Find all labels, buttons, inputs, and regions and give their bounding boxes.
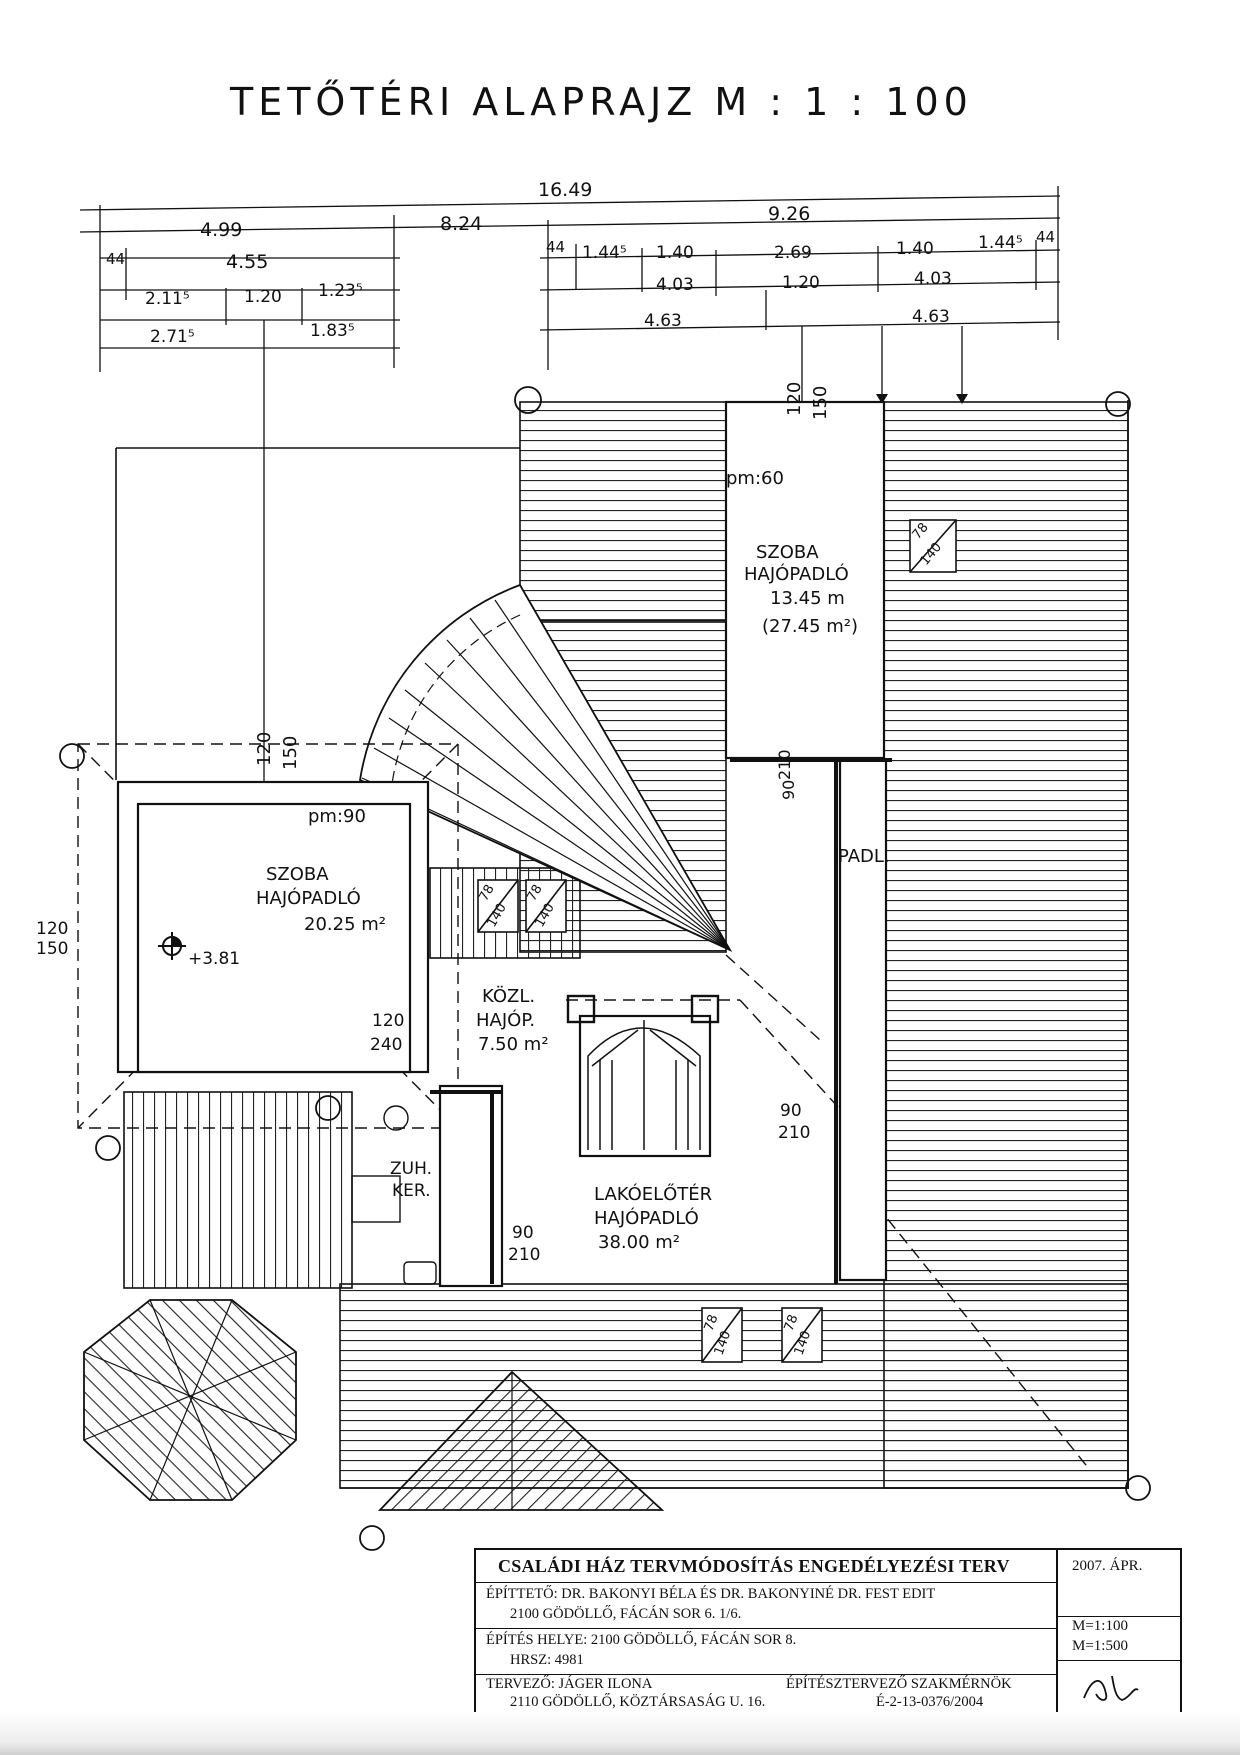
downpipes	[59, 386, 1151, 1551]
dim-right-row2-b: 1.44⁵	[582, 243, 627, 263]
dim-left-row2-b: 4.55	[226, 251, 268, 273]
title-block-side: 2007. ÁPR. M=1:100 M=1:500	[1058, 1550, 1180, 1714]
title-block-divider	[476, 1628, 1056, 1629]
title-block: CSALÁDI HÁZ TERVMÓDOSÍTÁS ENGEDÉLYEZÉSI …	[474, 1548, 1182, 1716]
title-block-divider	[1058, 1616, 1180, 1617]
site-line2: HRSZ: 4981	[510, 1652, 584, 1668]
room-right-name: SZOBA	[756, 542, 819, 563]
dim-left-row4-b: 1.83⁵	[310, 321, 355, 341]
title-block-divider	[476, 1674, 1056, 1675]
signature	[1083, 1675, 1139, 1701]
hall-door-bottom: 240	[370, 1035, 402, 1055]
dimension-lines	[79, 186, 1061, 960]
room-right-area: 13.45 m	[770, 588, 845, 609]
room-left-window-bottom: 150	[280, 736, 301, 770]
hall-floor: HAJÓP.	[476, 1009, 535, 1031]
door-2-top: 90	[780, 1101, 802, 1121]
title-block-main: CSALÁDI HÁZ TERVMÓDOSÍTÁS ENGEDÉLYEZÉSI …	[476, 1550, 1058, 1714]
dimension-labels: 16.49 4.99 8.24 9.26 44 4.55 2.11⁵ 1.20 …	[106, 179, 1055, 347]
dim-right-row2-c: 1.40	[656, 243, 694, 263]
dim-left-row3-c: 1.23⁵	[318, 281, 363, 301]
gable-roof	[377, 1370, 665, 1511]
living-area: 38.00 m²	[598, 1232, 680, 1253]
room-left-side-window-top: 120	[36, 919, 68, 939]
designer-profession: ÉPÍTÉSZTERVEZŐ SZAKMÉRNÖK	[786, 1676, 1012, 1692]
designer-line2: 2110 GÖDÖLLŐ, KÖZTÁRSASÁG U. 16.	[510, 1694, 766, 1710]
door-3-bottom: 210	[508, 1245, 540, 1265]
hall-name: KÖZL.	[482, 985, 535, 1007]
dim-right-row4-a: 4.63	[644, 311, 682, 331]
room-right-area2: (27.45 m²)	[762, 616, 858, 637]
bath-line2: KER.	[392, 1181, 431, 1201]
dim-right-row4-b: 4.63	[912, 307, 950, 327]
dim-middle-gap: 8.24	[440, 213, 482, 235]
staircase	[566, 994, 720, 1150]
room-left-parapet: pm:90	[308, 806, 366, 827]
dim-left-row4-a: 2.71⁵	[150, 327, 195, 347]
title-block-heading: CSALÁDI HÁZ TERVMÓDOSÍTÁS ENGEDÉLYEZÉSI …	[498, 1556, 1010, 1576]
dim-left-row2-a: 44	[106, 250, 125, 268]
roof-window-3-top: 78	[524, 882, 545, 904]
living-floor: HAJÓPADLÓ	[594, 1207, 699, 1229]
room-left-level: +3.81	[188, 949, 240, 969]
dim-overall: 16.49	[538, 179, 592, 201]
door-1-top: 90	[779, 780, 798, 800]
dim-right-row2-g: 44	[1036, 228, 1055, 246]
room-right-window-top: 120	[784, 382, 805, 416]
room-left-floor: HAJÓPADLÓ	[256, 887, 361, 909]
walls	[116, 400, 892, 1288]
roof-windows	[477, 519, 957, 1363]
site-line1: ÉPÍTÉS HELYE: 2100 GÖDÖLLŐ, FÁCÁN SOR 8.	[486, 1632, 797, 1648]
designer-line1: TERVEZŐ: JÁGER ILONA	[486, 1676, 653, 1692]
room-left-name: SZOBA	[266, 864, 329, 885]
dim-right-row2-f: 1.44⁵	[978, 233, 1023, 253]
client-line2: 2100 GÖDÖLLŐ, FÁCÁN SOR 6. 1/6.	[510, 1606, 742, 1622]
hall-area: 7.50 m²	[478, 1034, 549, 1055]
conical-roof	[359, 583, 733, 952]
octagon-roof	[83, 1299, 297, 1501]
room-left-area: 20.25 m²	[304, 914, 386, 935]
title-block-divider	[1058, 1660, 1180, 1661]
scan-edge	[0, 1712, 1240, 1755]
hall-door-top: 120	[372, 1011, 404, 1031]
designer-license: É-2-13-0376/2004	[876, 1694, 984, 1710]
room-left-window-top: 120	[254, 732, 275, 766]
drawing-title: TETŐTÉRI ALAPRAJZ M : 1 : 100	[230, 80, 973, 124]
dim-right-row3-b: 1.20	[782, 273, 820, 293]
dim-right-row2-e: 1.40	[896, 239, 934, 259]
door-1-bottom: 210	[775, 749, 794, 780]
roof-window-4-top: 78	[702, 1313, 722, 1334]
dim-right-row3-c: 4.03	[914, 269, 952, 289]
scale-1: M=1:100	[1072, 1618, 1128, 1634]
bathroom-fixtures	[351, 1105, 437, 1285]
room-left-side-window-bottom: 150	[36, 939, 68, 959]
storage-name: PADL.	[838, 846, 890, 867]
room-labels: SZOBA HAJÓPADLÓ 13.45 m (27.45 m²) pm:60…	[36, 382, 945, 1358]
level-marker	[158, 932, 186, 960]
dim-right-total: 9.26	[768, 203, 810, 225]
living-name: LAKÓELŐTÉR	[594, 1183, 712, 1205]
scale-2: M=1:500	[1072, 1638, 1128, 1654]
door-3-top: 90	[512, 1223, 534, 1243]
dim-left-row3-b: 1.20	[244, 287, 282, 307]
bath-line1: ZUH.	[390, 1159, 432, 1179]
dim-right-row3-a: 4.03	[656, 275, 694, 295]
drawing-date: 2007. ÁPR.	[1072, 1558, 1143, 1574]
client-line1: ÉPÍTTETŐ: DR. BAKONYI BÉLA ÉS DR. BAKONY…	[486, 1586, 936, 1602]
title-block-divider	[476, 1582, 1056, 1583]
roof-window-5-top: 78	[782, 1313, 802, 1334]
dimension-arrows	[876, 394, 968, 404]
dim-left-total: 4.99	[200, 219, 242, 241]
dim-right-row2-a: 44	[546, 238, 565, 256]
room-right-parapet: pm:60	[726, 468, 784, 489]
dim-right-row2-d: 2.69	[774, 243, 812, 263]
roof-window-2-top: 78	[476, 882, 497, 904]
dim-left-row3-a: 2.11⁵	[145, 289, 190, 309]
door-2-bottom: 210	[778, 1123, 810, 1143]
room-right-floor: HAJÓPADLÓ	[744, 563, 849, 585]
room-right-window-bottom: 150	[810, 386, 831, 420]
